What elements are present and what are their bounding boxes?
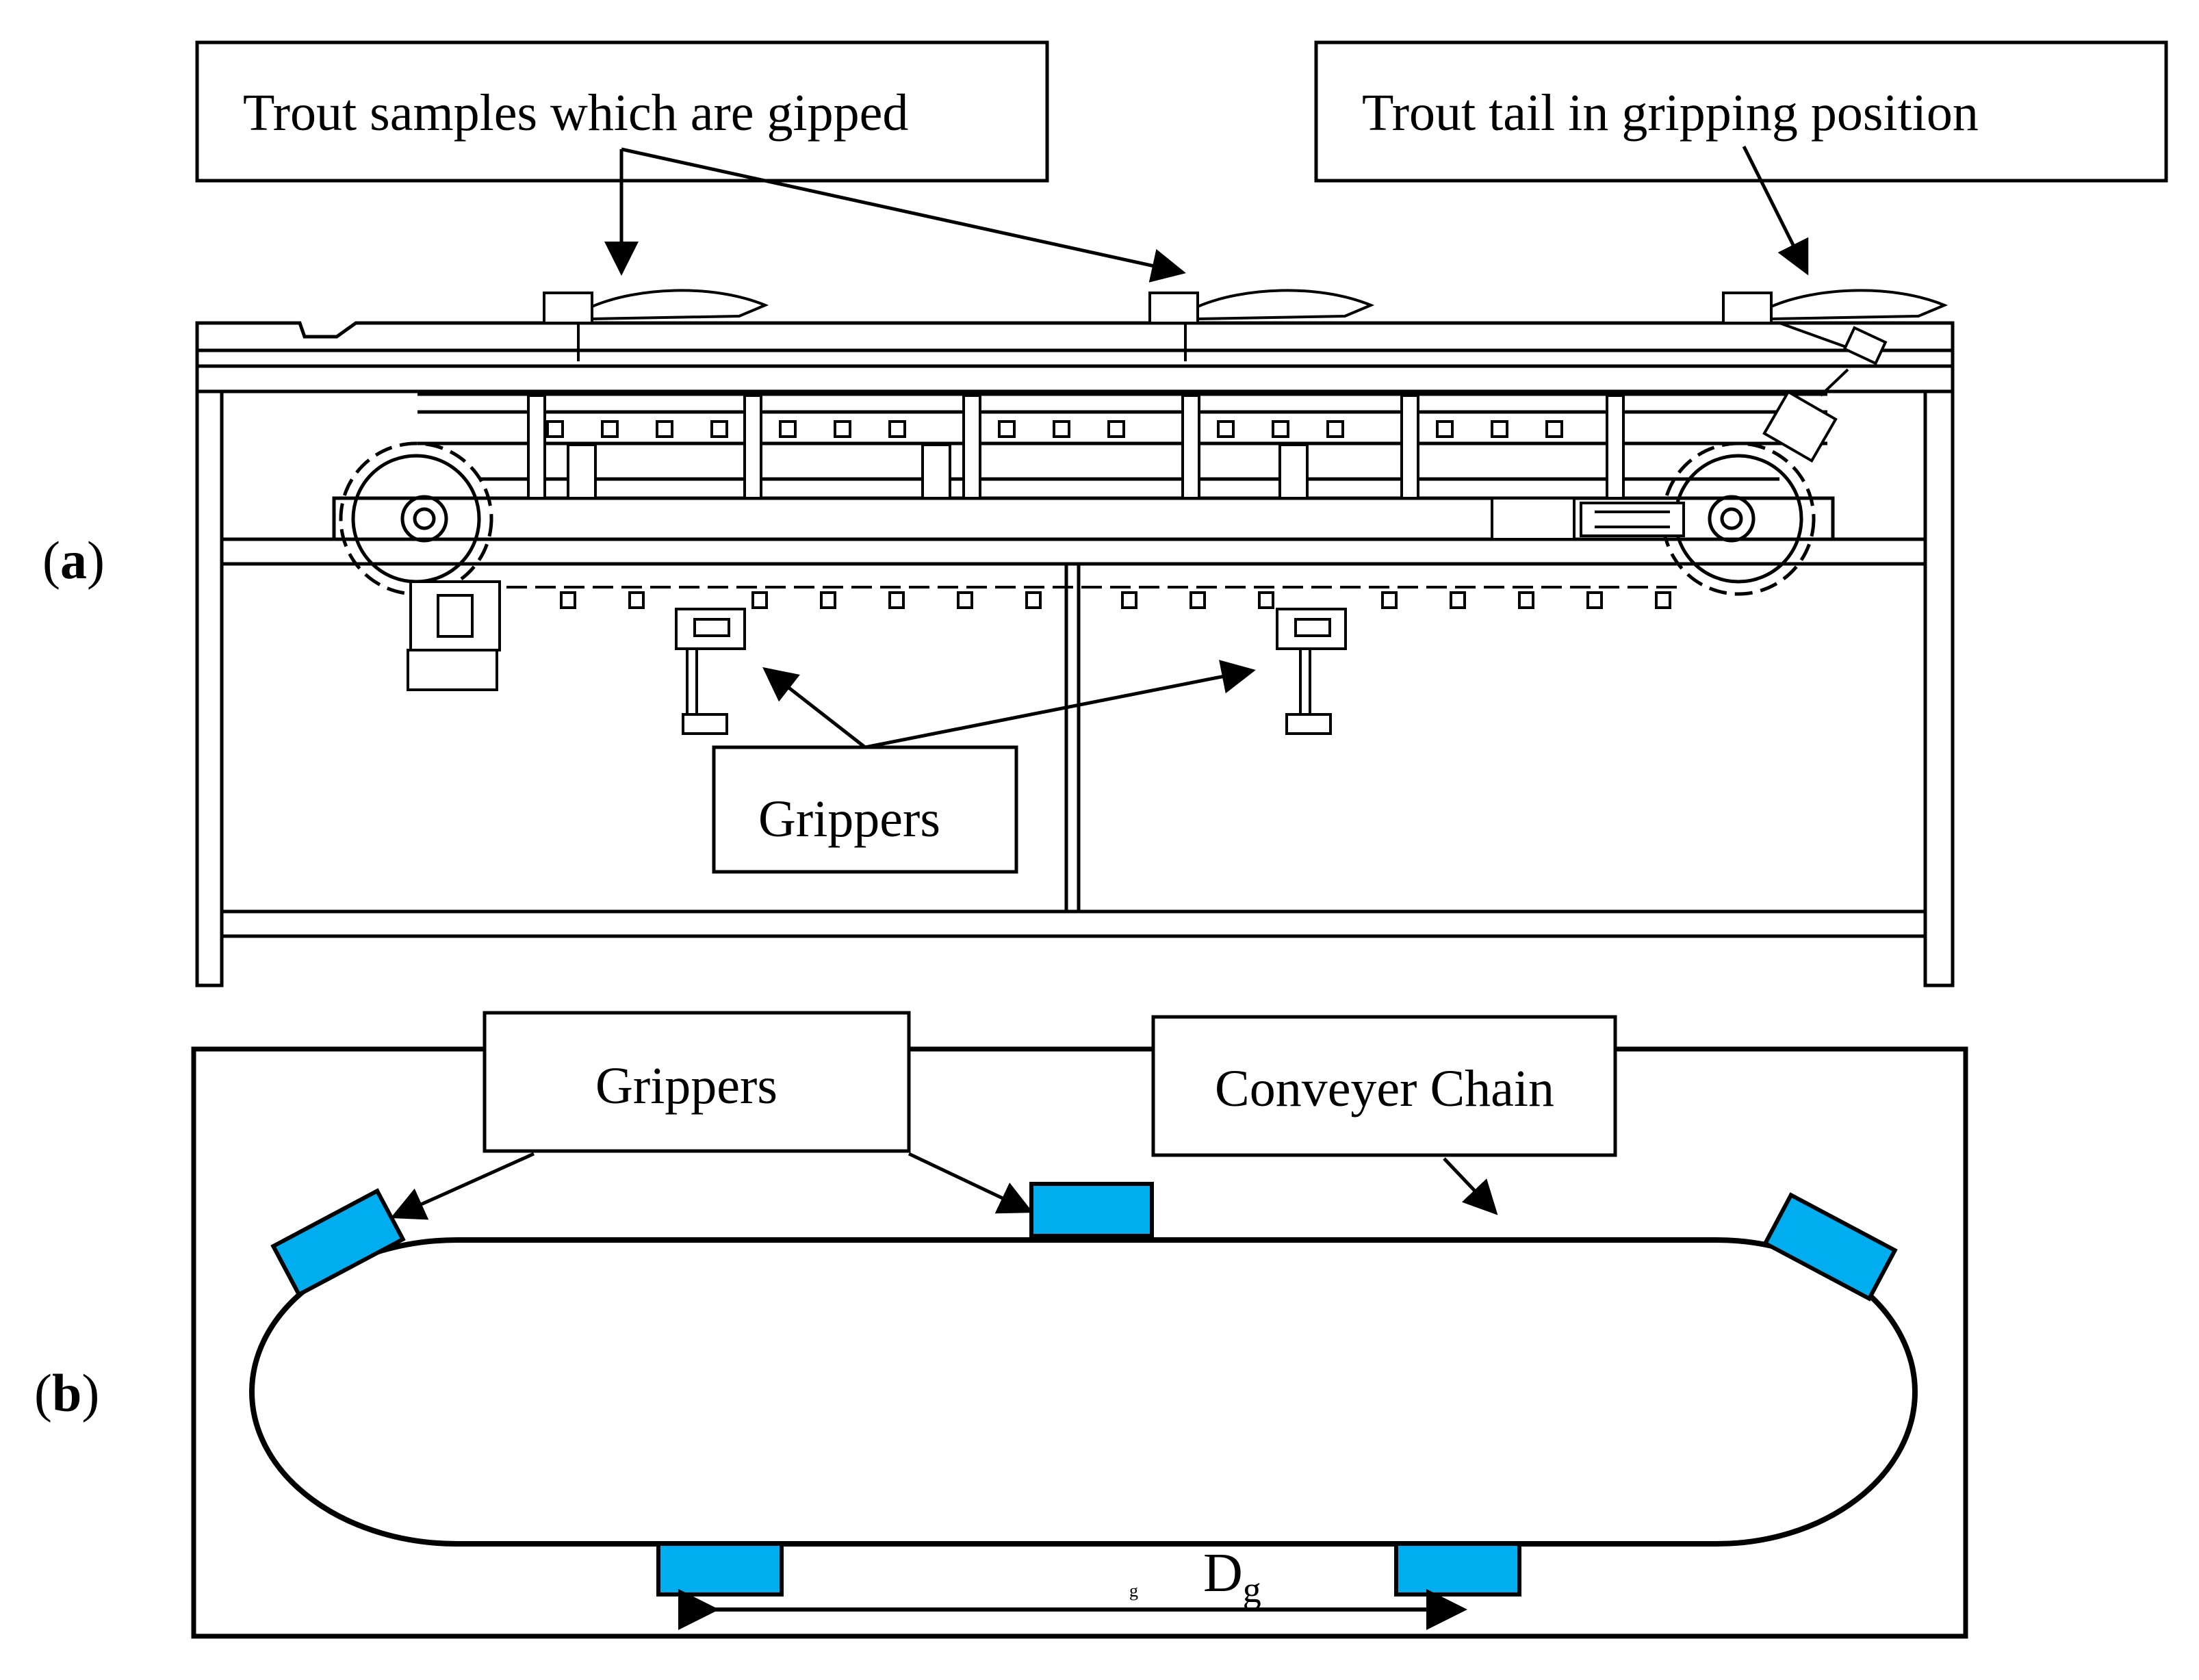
gripper-block-bottom-right [1394,1542,1521,1597]
sprocket-right [1661,441,1816,596]
conveyor-struts [527,394,1625,500]
callout-trout-tail-text: Trout tail in gripping position [1362,84,1979,142]
distance-dimension: Dg g [678,1543,1467,1630]
conveyor-frame [195,321,1955,987]
chain-tensioner [1491,497,1685,541]
conveyor-chain-loop [249,1237,1918,1547]
panel-b: (b) Grippers Conveyer Chain [34,1011,1968,1639]
sprocket-left [339,441,493,596]
trout-sample-3 [1722,289,1949,365]
gripper-angled-upper-right [1762,368,1849,463]
hanging-gripper-2 [1276,608,1347,735]
panel-a: (a) Trout samples which are gipped Trout… [42,40,2168,987]
gripper-block-top-center [1029,1182,1154,1238]
panel-b-label: (b) [34,1363,99,1423]
callout-arrows-top [604,145,1809,283]
callout-trout-tail: Trout tail in gripping position [1314,40,2168,183]
gripper-block-top-left [270,1188,406,1297]
panel-a-label: (a) [42,530,105,590]
stray-mark: g [1129,1581,1138,1601]
gripper-block-bottom-left [656,1542,784,1597]
callout-grippers-b-text: Grippers [595,1057,777,1115]
hanging-gripper-1 [675,608,746,735]
chain-links-bottom [506,586,1677,609]
callout-grippers-a: Grippers [712,660,1256,874]
drive-motor [407,580,501,691]
gripper-blocks [270,1182,1898,1597]
trout-sample-1 [543,289,769,361]
callout-grippers-b: Grippers [390,1011,1033,1220]
chain-links-top [546,420,1563,438]
distance-label: Dg [1203,1543,1261,1610]
trout-sample-2 [1148,289,1375,361]
callout-conveyer-chain: Conveyer Chain [1151,1015,1617,1215]
callout-grippers-a-text: Grippers [758,790,940,848]
callout-trout-samples-text: Trout samples which are gipped [243,84,908,142]
gripper-block-top-right [1762,1192,1898,1302]
callout-conveyer-chain-text: Conveyer Chain [1215,1060,1554,1117]
